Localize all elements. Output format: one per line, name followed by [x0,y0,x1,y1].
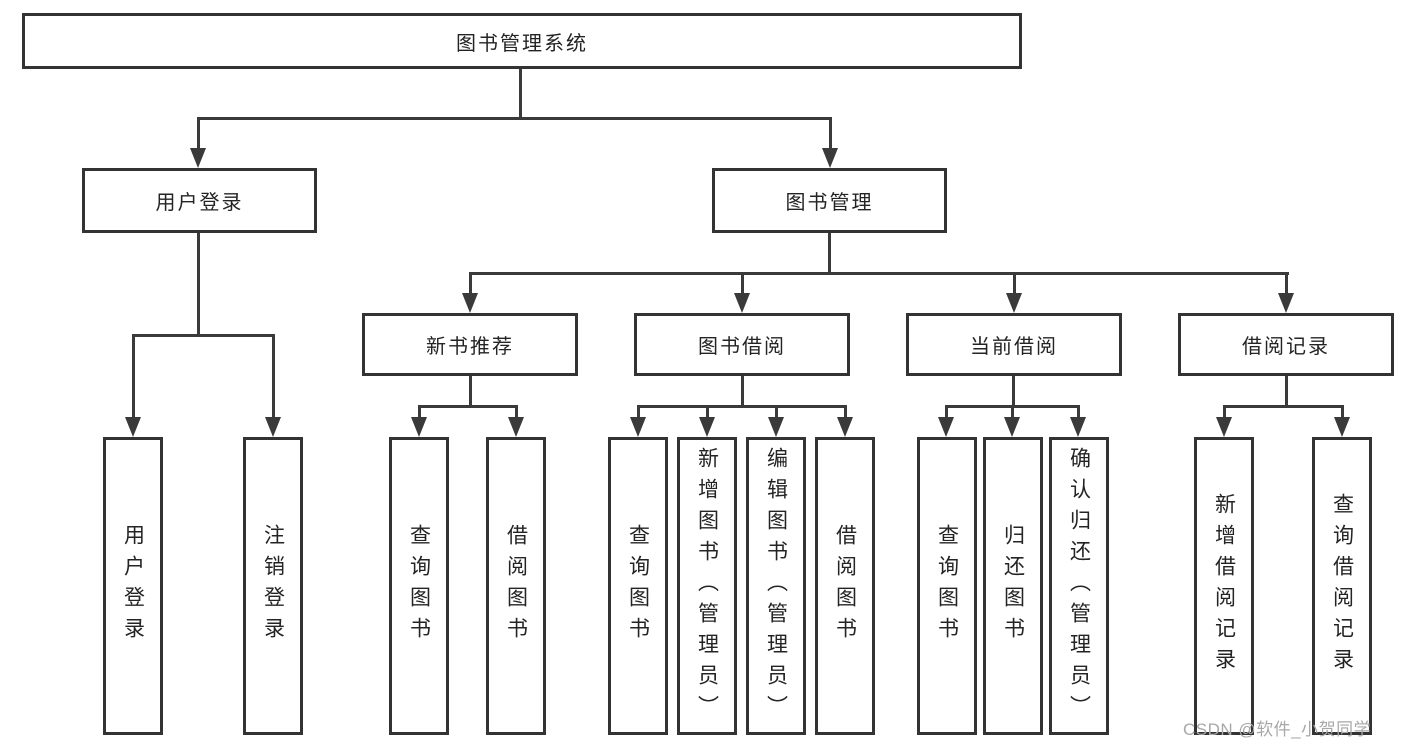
arrowhead-down-icon [630,417,646,437]
node-label: 编辑图书（管理员） [764,446,788,726]
arrowhead-down-icon [411,417,427,437]
connector-line-vertical [844,405,847,419]
connector-line-vertical [741,272,744,295]
connector-line-vertical [829,117,832,151]
connector-line-vertical [272,334,275,419]
connector-line-vertical [515,405,518,419]
node-label: 图书管理系统 [456,32,588,55]
node-label: 图书借阅 [698,336,786,358]
node-label: 归还图书 [1001,524,1025,648]
connector-line-vertical [1077,405,1080,419]
leaf-return-books: 归还图书 [983,437,1043,735]
arrowhead-down-icon [734,293,750,313]
leaf-edit-books-admin: 编辑图书（管理员） [746,437,806,735]
node-label: 借阅图书 [833,524,857,648]
node-user-login: 用户登录 [82,168,317,233]
leaf-query-books-current: 查询图书 [917,437,977,735]
node-book-management: 图书管理 [712,168,947,233]
connector-line-vertical [519,69,522,119]
node-label: 注销登录 [261,524,285,648]
arrowhead-down-icon [190,148,206,168]
connector-line-vertical [1341,405,1344,419]
arrowhead-down-icon [125,417,141,437]
connector-line-vertical [637,405,640,419]
arrowhead-down-icon [1334,417,1350,437]
node-label: 当前借阅 [970,336,1058,358]
arrowhead-down-icon [837,417,853,437]
connector-line-horizontal [637,405,847,408]
connector-line-vertical [418,405,421,419]
connector-line-horizontal [197,117,832,120]
leaf-user-login: 用户登录 [103,437,163,735]
node-label: 查询图书 [407,524,431,648]
leaf-query-books-borrowing: 查询图书 [608,437,668,735]
node-label: 用户登录 [121,524,145,648]
connector-line-vertical [469,272,472,295]
arrowhead-down-icon [1004,417,1020,437]
connector-line-vertical [132,334,135,419]
leaf-query-books-recommend: 查询图书 [389,437,449,735]
connector-line-vertical [1285,376,1288,407]
node-label: 新增借阅记录 [1212,493,1236,679]
connector-line-vertical [1223,405,1226,419]
node-new-book-recommend: 新书推荐 [362,313,578,376]
node-book-borrowing: 图书借阅 [634,313,850,376]
node-label: 借阅记录 [1242,336,1330,358]
connector-line-vertical [945,405,948,419]
connector-line-horizontal [132,334,275,337]
leaf-logout: 注销登录 [243,437,303,735]
node-current-borrowing: 当前借阅 [906,313,1122,376]
arrowhead-down-icon [1070,417,1086,437]
node-label: 新增图书（管理员） [695,446,719,726]
arrowhead-down-icon [822,148,838,168]
connector-line-vertical [775,405,778,419]
arrowhead-down-icon [508,417,524,437]
node-book-management-system: 图书管理系统 [22,13,1022,69]
connector-line-horizontal [1223,405,1344,408]
leaf-add-books-admin: 新增图书（管理员） [677,437,737,735]
connector-line-vertical [197,233,200,337]
arrowhead-down-icon [1006,293,1022,313]
node-label: 查询图书 [626,524,650,648]
connector-line-vertical [828,233,831,274]
connector-line-vertical [469,376,472,407]
leaf-add-borrow-record: 新增借阅记录 [1194,437,1254,735]
arrowhead-down-icon [1216,417,1232,437]
arrowhead-down-icon [462,293,478,313]
connector-line-vertical [1285,272,1288,295]
node-label: 用户登录 [155,192,244,214]
arrowhead-down-icon [265,417,281,437]
arrowhead-down-icon [938,417,954,437]
node-borrowing-records: 借阅记录 [1178,313,1394,376]
connector-line-horizontal [418,405,518,408]
connector-line-vertical [197,117,200,151]
node-label: 借阅图书 [504,524,528,648]
leaf-borrow-books-recommend: 借阅图书 [486,437,546,735]
leaf-query-borrow-record: 查询借阅记录 [1312,437,1372,735]
node-label: 查询借阅记录 [1330,493,1354,679]
connector-line-vertical [1013,272,1016,295]
node-label: 确认归还（管理员） [1067,446,1091,726]
watermark: CSDN @软件_小贺同学 [1183,720,1372,739]
connector-line-vertical [1011,405,1014,419]
connector-line-vertical [741,376,744,407]
arrowhead-down-icon [1278,293,1294,313]
arrowhead-down-icon [699,417,715,437]
connector-line-vertical [1012,376,1015,407]
node-label: 图书管理 [785,192,874,214]
leaf-borrow-books: 借阅图书 [815,437,875,735]
connector-line-vertical [706,405,709,419]
node-label: 新书推荐 [426,336,514,358]
connector-line-horizontal [469,272,1289,275]
arrowhead-down-icon [768,417,784,437]
leaf-confirm-return-admin: 确认归还（管理员） [1049,437,1109,735]
node-label: 查询图书 [935,524,959,648]
